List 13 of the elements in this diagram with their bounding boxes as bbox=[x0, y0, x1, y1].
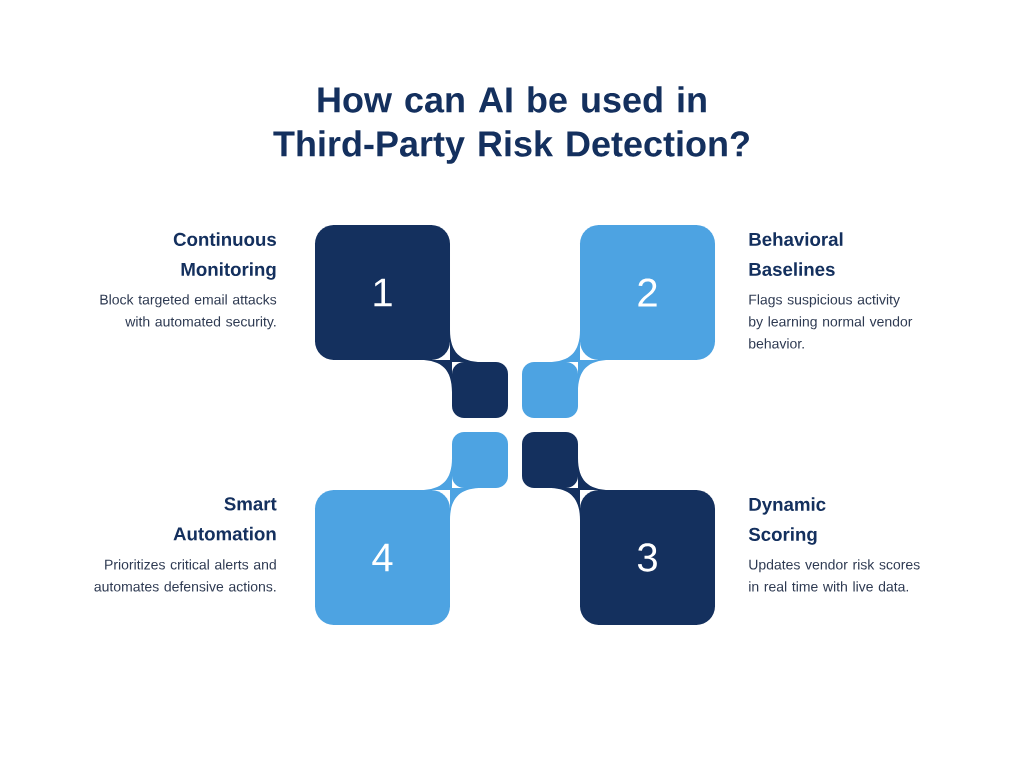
heading: Dynamic Scoring bbox=[748, 497, 826, 545]
heading: Smart Automation bbox=[173, 497, 277, 541]
tile: 2 bbox=[522, 225, 715, 418]
tile: 3 bbox=[522, 432, 715, 625]
description: Updates vendor risk scores in real time with live data. bbox=[749, 559, 920, 592]
title: How can AI be used in Third-Party Risk Detection? bbox=[273, 86, 749, 164]
heading: Behavioral Baselines bbox=[749, 232, 843, 276]
heading: Continuous Monitoring bbox=[173, 232, 276, 280]
tile: 4 bbox=[315, 432, 508, 625]
description: Block targeted email attacks with automated security. bbox=[100, 294, 277, 330]
description: Prioritizes critical alerts and automates defensive actions. bbox=[94, 559, 276, 592]
description: Flags suspicious activity by learning normal vendor behavior. bbox=[749, 294, 913, 349]
tile: 1 bbox=[315, 225, 508, 418]
